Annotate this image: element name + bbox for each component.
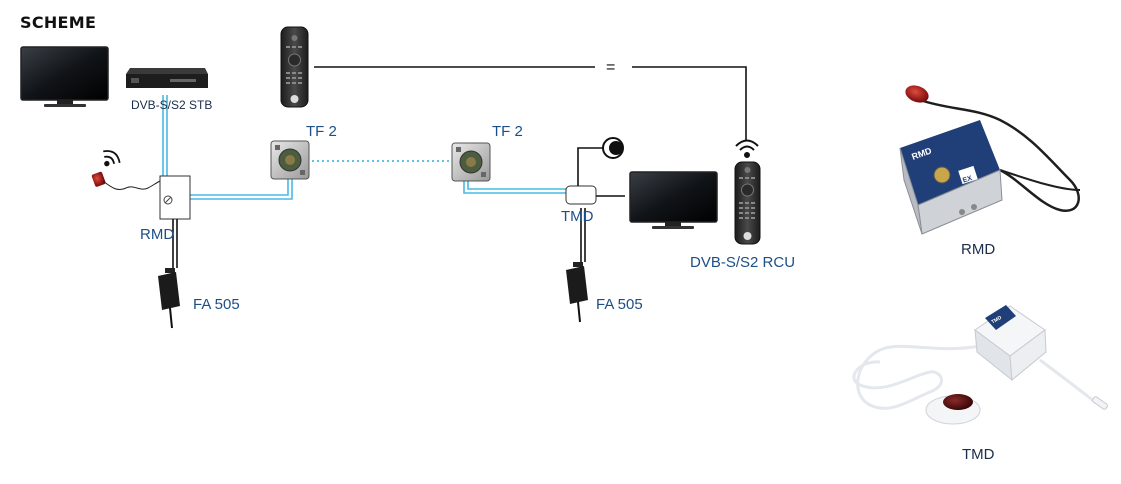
tmd-photo-label: TMD <box>962 446 995 463</box>
remote-control-icon <box>734 161 761 245</box>
remote-control-icon <box>280 26 309 108</box>
power-adapter-icon <box>158 268 180 329</box>
tv-icon <box>629 171 718 229</box>
tmd-cables <box>577 147 625 197</box>
rcu-label: DVB-S/S2 RCU <box>690 254 796 271</box>
tv-outlet-icon <box>270 140 310 180</box>
tv-outlet-icon <box>451 142 491 182</box>
fa505-label-left: FA 505 <box>193 296 240 313</box>
power-cable <box>172 219 178 268</box>
wifi-signal-icon <box>103 150 121 167</box>
ex-badge: EX <box>962 175 973 185</box>
power-cable <box>580 208 586 262</box>
ir-sensor-icon <box>91 171 161 191</box>
ir-receiver-eye-icon <box>602 137 624 159</box>
rmd-device <box>159 175 191 220</box>
tmd-device <box>565 185 597 205</box>
power-adapter-icon <box>566 262 588 323</box>
set-top-box-icon <box>126 68 208 88</box>
tv-icon <box>20 46 109 107</box>
rmd-product-photo <box>899 85 1081 235</box>
fa505-label-right: FA 505 <box>596 296 643 313</box>
tmd-device-text: TMD <box>991 315 1004 326</box>
tf2-label-left: TF 2 <box>306 123 337 140</box>
equals-sign: = <box>606 59 615 76</box>
rcu-link-line <box>314 66 747 140</box>
tmd-label: TMD <box>561 208 594 225</box>
tmd-product-photo <box>852 305 1108 425</box>
stb-label: DVB-S/S2 STB <box>131 98 213 112</box>
rmd-label: RMD <box>140 226 175 243</box>
wifi-signal-icon <box>735 139 759 158</box>
tf2-label-right: TF 2 <box>492 123 523 140</box>
rmd-photo-label: RMD <box>961 241 996 258</box>
page-title: SCHEME <box>20 13 97 32</box>
